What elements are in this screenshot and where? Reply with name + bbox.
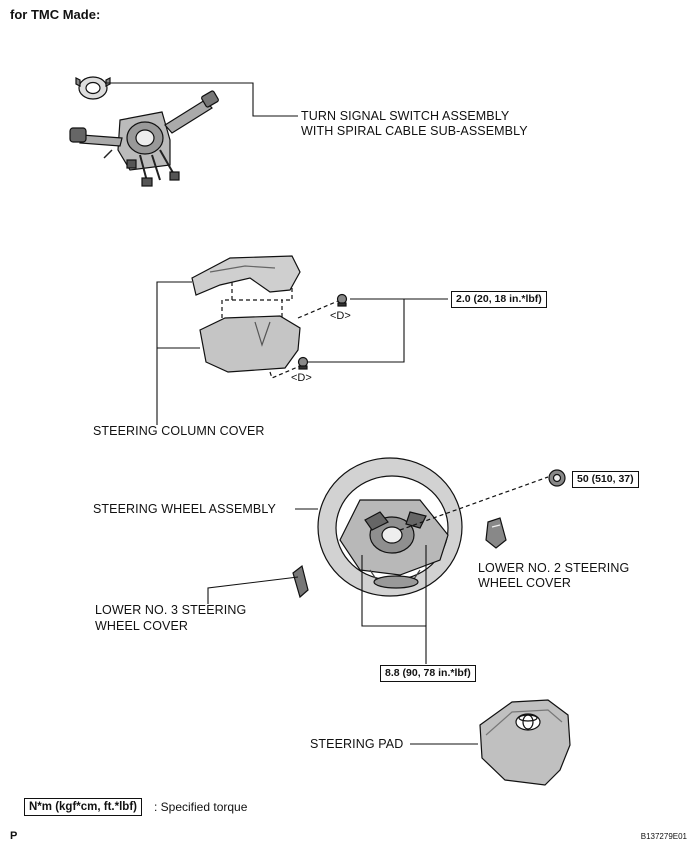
toyota-emblem-icon: [515, 713, 541, 731]
switch-body: [69, 90, 219, 187]
legend-torque-box: N*m (kgf*cm, ft.*lbf): [24, 798, 142, 816]
steering-wheel-assembly-label: STEERING WHEEL ASSEMBLY: [93, 502, 276, 516]
lower-no3-cover-drawing: [207, 564, 309, 604]
lower-no3-label-line1: LOWER NO. 3 STEERING: [95, 603, 247, 617]
steering-wheel-drawing: [295, 457, 566, 664]
torque-box-column-cover: 2.0 (20, 18 in.*lbf): [451, 291, 547, 308]
turn-signal-switch-drawing: [69, 76, 298, 187]
lower-no2-label-line1: LOWER NO. 2 STEERING: [478, 561, 630, 575]
steering-pad-drawing: [410, 699, 571, 786]
corner-code-left: P: [10, 830, 18, 842]
wheel-nut-icon: [548, 469, 566, 487]
tag-d-upper: <D>: [330, 310, 351, 322]
steering-column-cover-drawing: [156, 255, 448, 425]
turn-signal-label-line2: WITH SPIRAL CABLE SUB-ASSEMBLY: [301, 124, 528, 138]
figure-id: B137279E01: [640, 832, 687, 841]
diagram-heading: for TMC Made:: [10, 7, 101, 22]
legend-text: : Specified torque: [154, 800, 248, 814]
steering-column-cover-label: STEERING COLUMN COVER: [93, 424, 265, 438]
lower-no2-label-line2: WHEEL COVER: [478, 576, 572, 590]
turn-signal-label-line1: TURN SIGNAL SWITCH ASSEMBLY: [301, 109, 510, 123]
torque-box-wheel-nut: 50 (510, 37): [572, 471, 639, 488]
steering-pad-label: STEERING PAD: [310, 737, 404, 751]
lower-no3-label-line2: WHEEL COVER: [95, 619, 189, 633]
tag-d-lower: <D>: [291, 372, 312, 384]
lower-no2-cover-drawing: [485, 517, 507, 549]
screw-upper: [336, 293, 348, 307]
torque-box-wheel-lower: 8.8 (90, 78 in.*lbf): [380, 665, 476, 682]
screw-lower: [297, 356, 309, 370]
spiral-ring-part: [75, 76, 111, 100]
